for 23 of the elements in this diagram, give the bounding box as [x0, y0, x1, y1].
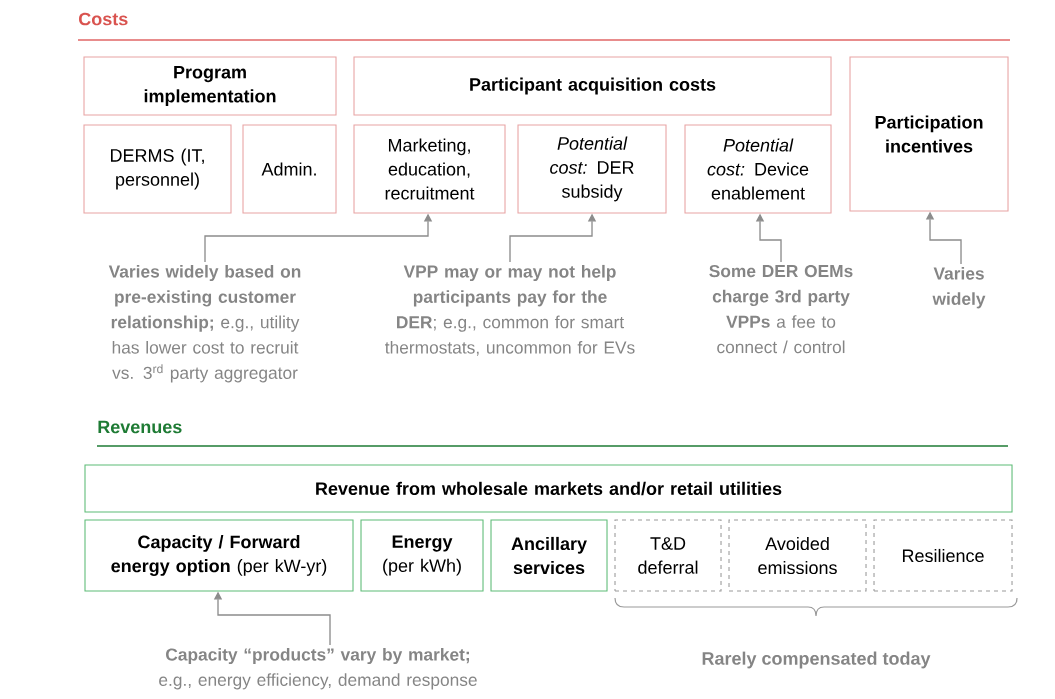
section-heading: Revenues — [98, 420, 182, 434]
revenue-box: Resilience — [873, 519, 1013, 592]
cost-box: Potential cost: Device enablement — [684, 124, 832, 214]
cost-box: Potential cost: DER subsidy — [517, 124, 667, 214]
note-text: VPP may or may not help participants pay for the DER; e.g., common for smart thermostats, uncommon for EVs — [385, 264, 635, 356]
note-text: Some DER OEMs charge 3rd party VPPs a fee to connect / control — [709, 264, 853, 354]
section-heading: Costs — [79, 12, 128, 26]
cost-box: Admin. — [242, 124, 337, 214]
note-text: Capacity “products” vary by market; e.g., energy efficiency, demand response — [159, 647, 477, 690]
revenue-box: Avoided emissions — [728, 519, 867, 592]
revenue-box: Energy (per kWh) — [360, 519, 484, 592]
cost-box: Participation incentives — [849, 56, 1009, 212]
cost-box: DERMS (IT, personnel) — [83, 124, 232, 214]
revenue-box: Capacity / Forward energy option (per kW-yr) — [84, 519, 354, 592]
cost-box: Marketing, education, recruitment — [353, 124, 506, 214]
note-text: Varies widely based on pre-existing customer relationship; e.g., utility has lower cost to recruit vs. 3$^{rd}$ party aggregator — [108, 264, 301, 383]
revenue-box: Ancillary services — [490, 519, 608, 592]
bracket-label: Rarely compensated today — [702, 651, 931, 669]
revenue-box: T&D deferral — [614, 519, 722, 592]
cost-box: Program implementation — [83, 56, 337, 116]
cost-box: Participant acquisition costs — [353, 56, 832, 116]
note-text: Varies widely — [932, 266, 986, 309]
revenue-box: Revenue from wholesale markets and/or retail utilities — [84, 464, 1013, 513]
